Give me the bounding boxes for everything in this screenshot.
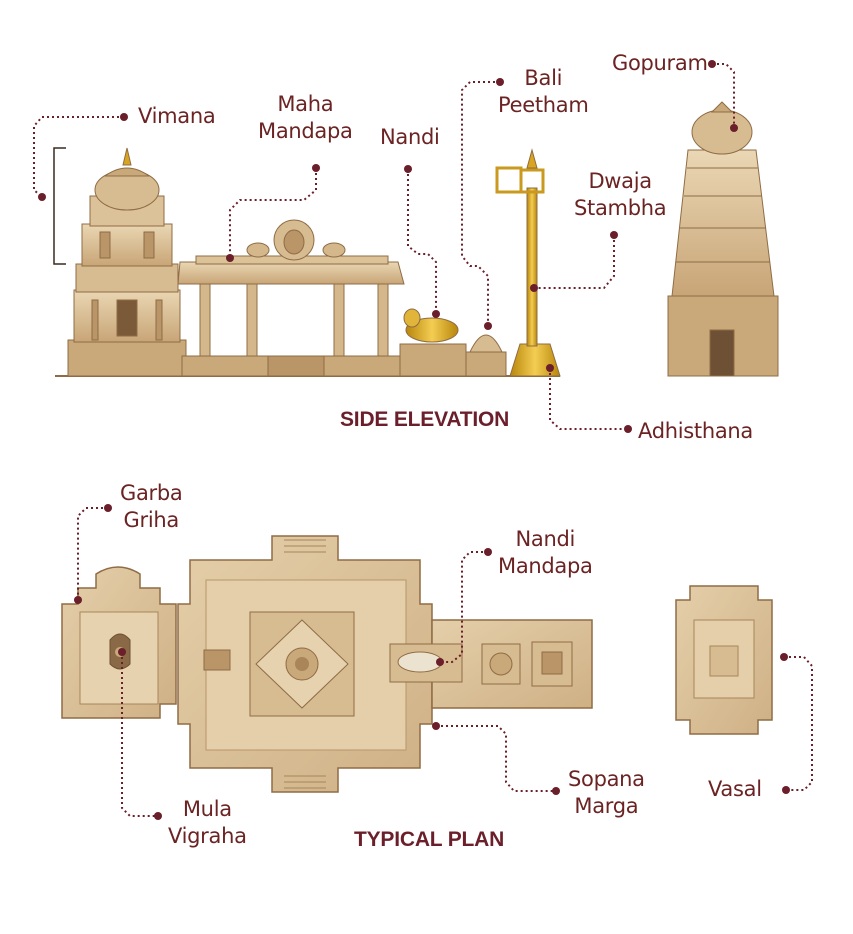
label-nandi-mandapa-line1: Nandi bbox=[515, 527, 576, 551]
dwaja-stambha-drawing bbox=[495, 148, 561, 377]
label-mula-vigraha-line1: Mula bbox=[182, 797, 232, 821]
maha-mandapa-drawing bbox=[177, 219, 405, 377]
leader-sopana-marga bbox=[436, 725, 556, 792]
label-nandi-mandapa: Nandi Mandapa bbox=[498, 526, 593, 580]
label-maha-mandapa: Maha Mandapa bbox=[258, 91, 353, 145]
label-garba-griha-line2: Griha bbox=[123, 508, 180, 532]
leader-nandi bbox=[407, 169, 437, 314]
label-maha-mandapa-line2: Mandapa bbox=[258, 119, 353, 143]
label-nandi: Nandi bbox=[380, 124, 440, 151]
label-nandi-text: Nandi bbox=[380, 125, 440, 149]
leader-nandi-mandapa bbox=[440, 551, 488, 663]
vimana-bracket bbox=[53, 147, 66, 265]
leader-dots bbox=[38, 60, 790, 820]
leader-dwaja-stambha bbox=[534, 235, 615, 289]
label-vimana-text: Vimana bbox=[138, 104, 216, 128]
label-bali-peetham-line2: Peetham bbox=[498, 93, 589, 117]
label-adhisthana: Adhisthana bbox=[638, 418, 753, 445]
vimana-drawing bbox=[67, 147, 187, 377]
label-vimana: Vimana bbox=[138, 103, 216, 130]
label-bali-peetham: Bali Peetham bbox=[498, 65, 589, 119]
label-sopana-marga-line2: Marga bbox=[574, 794, 639, 818]
label-sopana-marga-line1: Sopana bbox=[568, 767, 645, 791]
side-elevation-drawing bbox=[55, 101, 779, 377]
label-mula-vigraha: Mula Vigraha bbox=[168, 796, 247, 850]
leader-vimana bbox=[33, 116, 124, 198]
leader-gopuram bbox=[712, 63, 735, 128]
bali-peetham-drawing bbox=[465, 334, 507, 377]
leader-bali-peetham bbox=[461, 81, 500, 326]
label-mula-vigraha-line2: Vigraha bbox=[168, 824, 247, 848]
label-sopana-marga: Sopana Marga bbox=[568, 766, 645, 820]
gopuram-drawing bbox=[667, 101, 779, 377]
label-vasal: Vasal bbox=[708, 776, 762, 803]
label-gopuram: Gopuram bbox=[612, 50, 708, 77]
label-vasal-text: Vasal bbox=[708, 777, 762, 801]
label-nandi-mandapa-line2: Mandapa bbox=[498, 554, 593, 578]
leader-vasal bbox=[784, 656, 813, 791]
label-maha-mandapa-line1: Maha bbox=[277, 92, 334, 116]
label-dwaja-stambha-line2: Stambha bbox=[574, 196, 667, 220]
leader-lines bbox=[33, 63, 813, 817]
label-dwaja-stambha: Dwaja Stambha bbox=[574, 168, 667, 222]
label-garba-griha: Garba Griha bbox=[120, 480, 183, 534]
typical-plan-title: TYPICAL PLAN bbox=[354, 828, 505, 851]
side-elevation-title: SIDE ELEVATION bbox=[340, 408, 510, 431]
label-garba-griha-line1: Garba bbox=[120, 481, 183, 505]
label-adhisthana-text: Adhisthana bbox=[638, 419, 754, 443]
leader-mula-vigraha bbox=[121, 652, 158, 817]
label-bali-peetham-line1: Bali bbox=[524, 66, 563, 90]
label-gopuram-text: Gopuram bbox=[612, 51, 708, 75]
typical-plan-drawing bbox=[61, 535, 773, 793]
label-dwaja-stambha-line1: Dwaja bbox=[588, 169, 652, 193]
leader-adhisthana bbox=[549, 368, 628, 430]
nandi-drawing bbox=[399, 308, 467, 377]
leader-garba-griha bbox=[77, 507, 108, 600]
